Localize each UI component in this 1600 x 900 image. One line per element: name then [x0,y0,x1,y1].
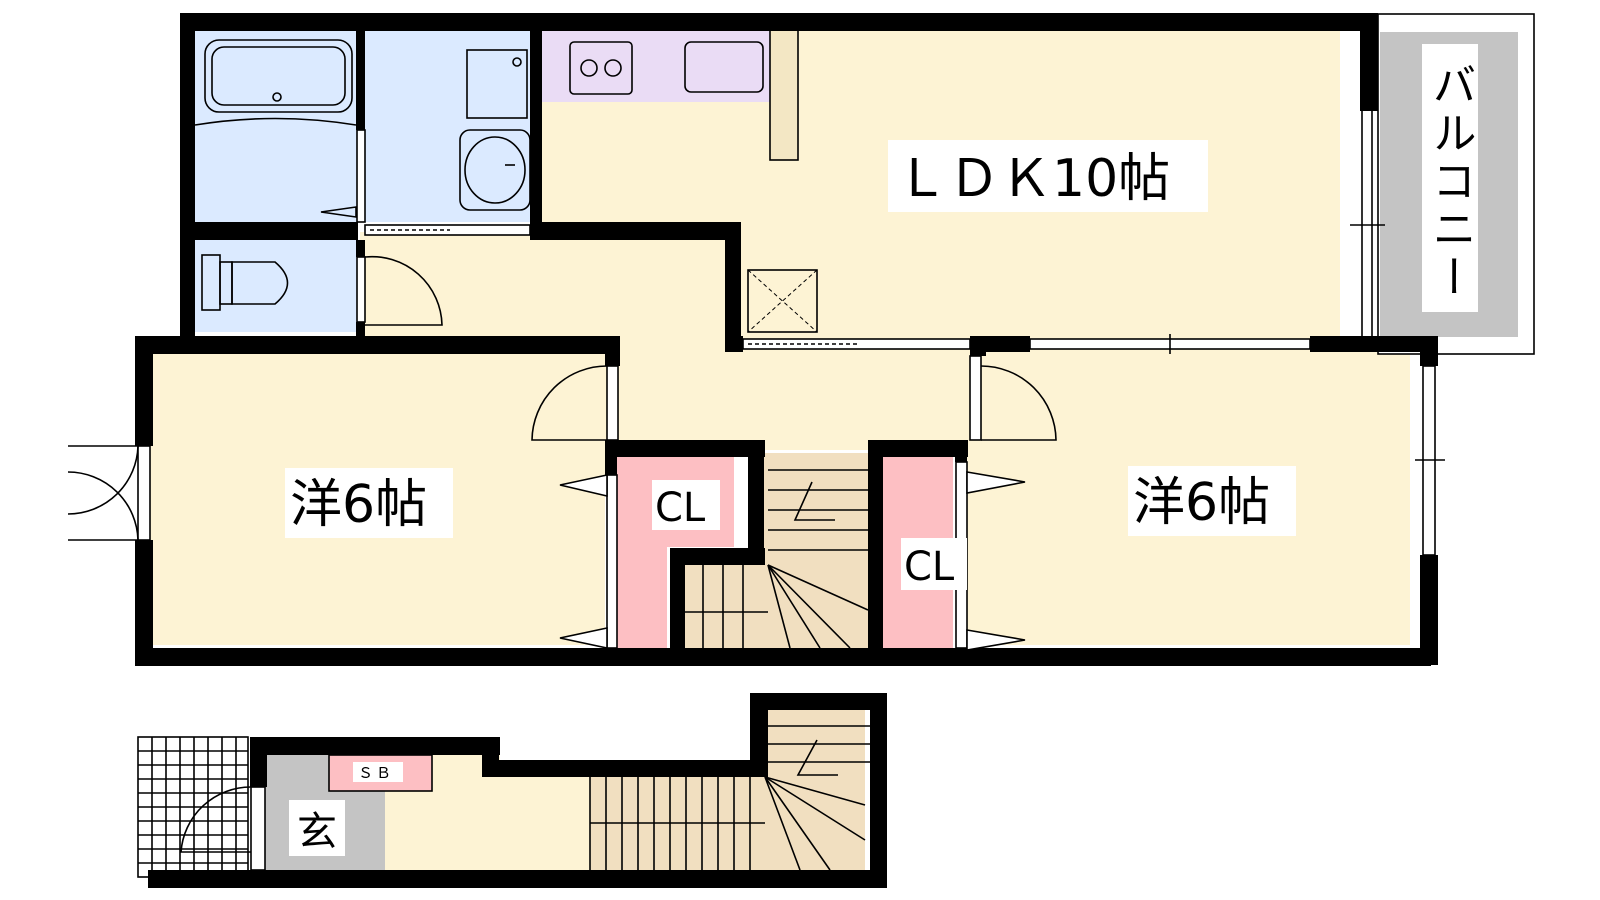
kitchen-sink-icon [684,41,764,93]
bathroom-floor [193,30,358,222]
closet-left-floor-lower [612,540,667,648]
gas-stove-icon [569,41,633,95]
washbasin-icon [459,129,531,211]
stairs-icon [589,725,870,871]
lower-floor [137,693,887,888]
bathtub-icon [194,39,357,218]
toilet-icon [201,254,289,311]
closet-left-label: CL [655,485,706,531]
upper-floor-walls [135,13,1438,666]
shoe-box-label: ＳＢ [358,764,394,782]
entrance-label: 玄 [297,809,337,855]
closet-right-label: CL [904,544,955,590]
western-room-right-label: 洋6帖 [1133,473,1270,533]
ldk-label: ＬＤＫ10帖 [896,149,1170,209]
upper-stairs-lower [683,560,773,648]
stairs-icon [685,469,869,649]
door-swing-icon [180,786,266,871]
kitchen-partition [769,29,799,161]
window-icon [137,111,1445,556]
balcony-label: バルコニー [1425,62,1476,302]
porch-tiles [137,736,249,878]
sliding-door-icon [356,129,971,350]
washing-machine-icon [466,49,528,119]
floor-hatch-icon [747,269,818,333]
toilet-room-floor [193,240,358,332]
western-room-left-label: 洋6帖 [290,475,427,535]
washroom-floor [365,30,530,222]
